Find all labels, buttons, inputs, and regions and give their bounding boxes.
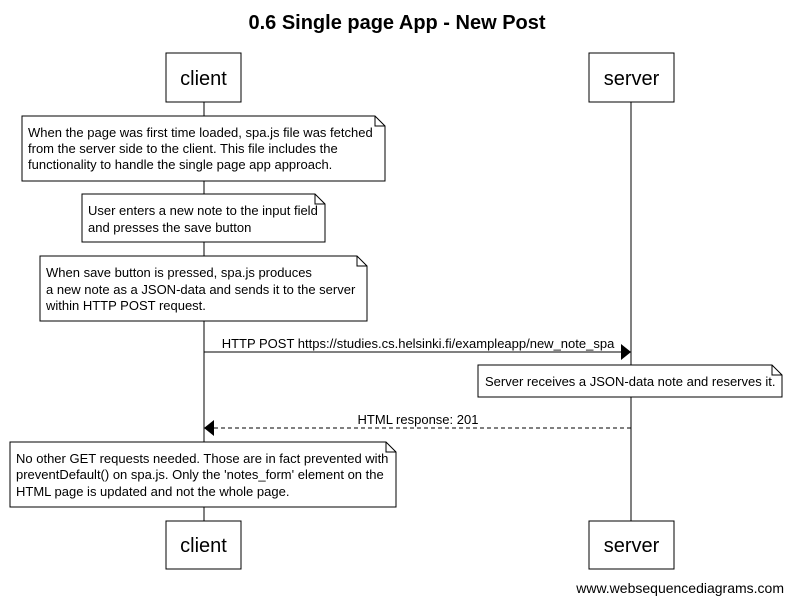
note-no-get-requests: No other GET requests needed. Those are … [9,441,397,508]
note-line: Server receives a JSON-data note and res… [485,374,775,389]
participant-client-label: client [180,68,227,90]
arrowhead-icon [621,344,631,360]
arrowhead-icon [204,420,214,436]
participant-server-bottom: server [588,520,675,570]
message-http-post: HTTP POST https://studies.cs.helsinki.fi… [204,336,631,360]
participant-client-bottom: client [165,520,242,570]
note-save-pressed: When save button is pressed, spa.js prod… [39,255,368,322]
participant-server-top: server [588,52,675,103]
diagram-title: 0.6 Single page App - New Post [248,12,545,34]
note-line: within HTTP POST request. [45,298,206,313]
note-user-enters: User enters a new note to the input fiel… [81,193,326,243]
message-post-label: HTTP POST https://studies.cs.helsinki.fi… [222,336,615,351]
note-line: and presses the save button [88,220,251,235]
note-line: from the server side to the client. This… [28,141,338,156]
note-line: No other GET requests needed. Those are … [16,451,388,466]
note-line: functionality to handle the single page … [28,157,332,172]
participant-server-label: server [604,535,660,557]
participant-client-top: client [165,52,242,103]
participant-client-label: client [180,535,227,557]
note-line: preventDefault() on spa.js. Only the 'no… [16,467,384,482]
note-line: HTML page is updated and not the whole p… [16,484,289,499]
message-response-label: HTML response: 201 [358,412,479,427]
message-html-response: HTML response: 201 [204,412,631,436]
note-line: a new note as a JSON-data and sends it t… [46,282,356,297]
note-spa-loaded: When the page was first time loaded, spa… [21,115,386,182]
note-line: When the page was first time loaded, spa… [28,125,373,140]
participant-server-label: server [604,68,660,90]
note-line: When save button is pressed, spa.js prod… [46,265,312,280]
note-server-receives: Server receives a JSON-data note and res… [477,364,783,398]
footer-watermark: www.websequencediagrams.com [575,580,784,596]
note-line: User enters a new note to the input fiel… [88,203,318,218]
